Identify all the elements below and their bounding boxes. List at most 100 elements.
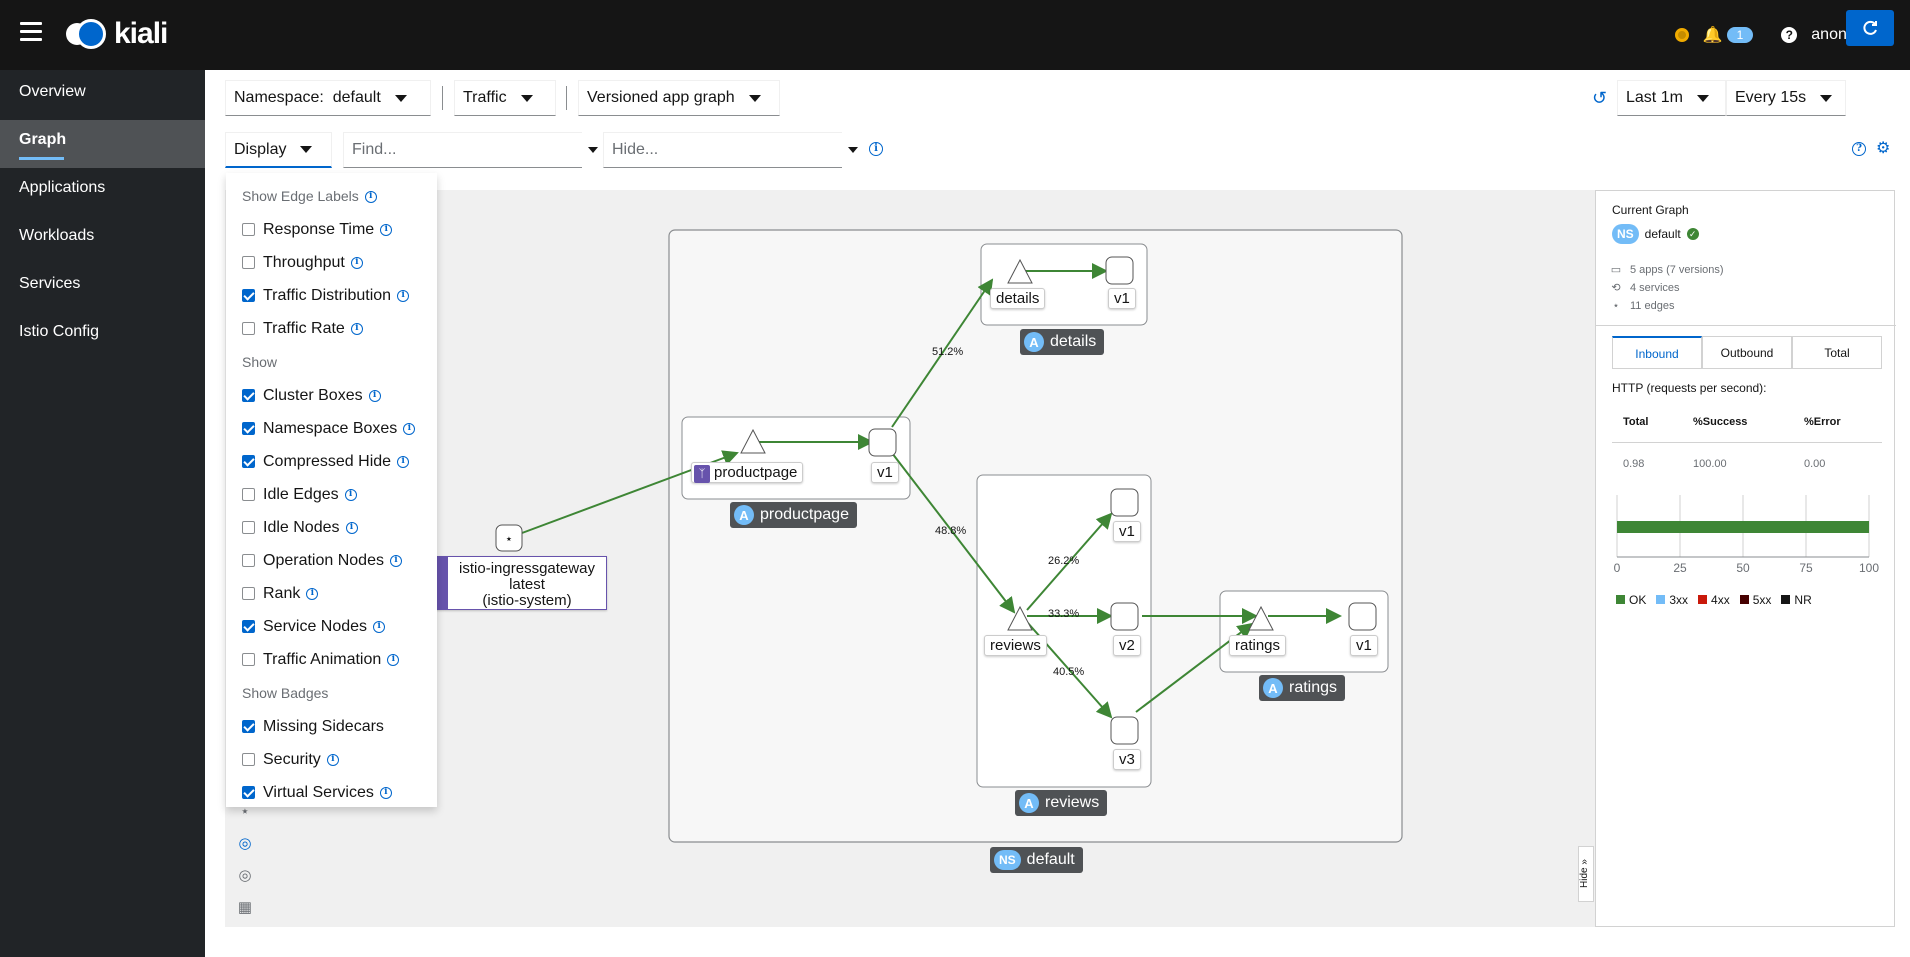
tab-outbound[interactable]: Outbound bbox=[1702, 336, 1792, 368]
namespace-select[interactable]: Namespace: default bbox=[225, 80, 431, 116]
info-icon[interactable]: i bbox=[326, 753, 339, 766]
hamburger-menu-icon[interactable] bbox=[20, 22, 42, 42]
info-icon[interactable]: i bbox=[869, 142, 883, 156]
info-icon[interactable]: i bbox=[373, 620, 386, 633]
sidebar-item-workloads[interactable]: Workloads bbox=[0, 216, 205, 264]
help-icon[interactable]: ? bbox=[1852, 142, 1866, 156]
istio-status-icon[interactable] bbox=[1674, 28, 1689, 42]
checkbox[interactable] bbox=[242, 389, 255, 402]
checkbox[interactable] bbox=[242, 587, 255, 600]
checkbox[interactable] bbox=[242, 720, 255, 733]
info-icon[interactable]: i bbox=[350, 322, 363, 335]
tab-total[interactable]: Total bbox=[1792, 336, 1882, 368]
info-icon[interactable]: i bbox=[344, 488, 357, 501]
layout-icon[interactable]: ⋆ bbox=[240, 803, 250, 820]
legend-map-icon[interactable]: ▦ bbox=[237, 899, 253, 916]
info-icon[interactable]: i bbox=[306, 587, 319, 600]
layout-alt-icon[interactable]: ◎ bbox=[238, 867, 252, 884]
option-missing-sidecars[interactable]: Missing Sidecars bbox=[242, 710, 437, 743]
checkbox[interactable] bbox=[242, 620, 255, 633]
traffic-select[interactable]: Traffic bbox=[454, 80, 556, 116]
checkbox[interactable] bbox=[242, 322, 255, 335]
checkbox[interactable] bbox=[242, 653, 255, 666]
edge-productpage-details[interactable] bbox=[891, 278, 994, 428]
reviews-v2-node[interactable] bbox=[1110, 602, 1139, 631]
ingress-gateway-node[interactable] bbox=[495, 524, 523, 552]
history-icon[interactable]: ↺ bbox=[1592, 88, 1608, 108]
find-input[interactable]: Find... bbox=[343, 132, 583, 168]
sidebar-item-graph[interactable]: Graph bbox=[0, 120, 205, 168]
bell-icon[interactable]: 🔔 bbox=[1702, 27, 1723, 44]
info-icon[interactable]: i bbox=[397, 455, 410, 468]
info-icon[interactable]: i bbox=[389, 554, 402, 567]
kiali-logo[interactable]: kiali bbox=[66, 17, 168, 51]
sidebar-item-services[interactable]: Services bbox=[0, 264, 205, 312]
ok-bar[interactable] bbox=[1617, 521, 1869, 533]
productpage-service-node[interactable] bbox=[740, 428, 766, 454]
sidebar-item-applications[interactable]: Applications bbox=[0, 168, 205, 216]
info-icon[interactable]: i bbox=[368, 389, 381, 402]
checkbox[interactable] bbox=[242, 521, 255, 534]
hide-dropdown-button[interactable] bbox=[842, 132, 864, 168]
checkbox[interactable] bbox=[242, 223, 255, 236]
checkbox[interactable] bbox=[242, 422, 255, 435]
reviews-v1-node[interactable] bbox=[1110, 488, 1139, 517]
ratings-service-node[interactable] bbox=[1248, 605, 1274, 631]
reviews-v3-node[interactable] bbox=[1110, 716, 1139, 745]
reviews-service-node[interactable] bbox=[1007, 605, 1033, 631]
refresh-button[interactable] bbox=[1846, 10, 1894, 46]
hide-input[interactable]: Hide... bbox=[603, 132, 846, 168]
info-icon[interactable]: i bbox=[380, 223, 393, 236]
checkbox[interactable] bbox=[242, 554, 255, 567]
hide-panel-tab[interactable]: Hide » bbox=[1578, 846, 1594, 902]
checkbox[interactable] bbox=[242, 488, 255, 501]
info-icon[interactable]: i bbox=[345, 521, 358, 534]
summary-namespace-name[interactable]: default bbox=[1644, 227, 1681, 241]
checkbox[interactable] bbox=[242, 289, 255, 302]
graph-type-select[interactable]: Versioned app graph bbox=[578, 80, 780, 116]
productpage-v1-node[interactable] bbox=[868, 428, 897, 457]
display-select[interactable]: Display bbox=[225, 132, 332, 168]
refresh-interval-select[interactable]: Every 15s bbox=[1726, 80, 1846, 116]
ratings-v1-node[interactable] bbox=[1348, 602, 1377, 631]
edge-productpage-reviews[interactable] bbox=[891, 452, 1016, 614]
tab-inbound[interactable]: Inbound bbox=[1612, 336, 1702, 368]
notification-count-badge[interactable]: 1 bbox=[1726, 27, 1754, 43]
details-service-node[interactable] bbox=[1007, 258, 1033, 284]
checkbox[interactable] bbox=[242, 786, 255, 799]
sidebar-item-istio-config[interactable]: Istio Config bbox=[0, 312, 205, 360]
checkbox[interactable] bbox=[242, 753, 255, 766]
details-v1-node[interactable] bbox=[1105, 256, 1134, 285]
layout-default-icon[interactable]: ◎ bbox=[238, 835, 252, 852]
duration-select[interactable]: Last 1m bbox=[1617, 80, 1726, 116]
sidebar-item-overview[interactable]: Overview bbox=[0, 72, 205, 120]
checkbox[interactable] bbox=[242, 455, 255, 468]
info-icon[interactable]: i bbox=[379, 786, 392, 799]
find-dropdown-button[interactable] bbox=[582, 132, 604, 168]
help-icon[interactable]: ? bbox=[1781, 27, 1798, 43]
info-icon[interactable]: i bbox=[350, 256, 363, 269]
edge-reviews-v1[interactable] bbox=[1026, 512, 1113, 611]
graph-tour-icon[interactable]: ⚙ bbox=[1876, 140, 1891, 157]
info-icon[interactable]: i bbox=[387, 653, 400, 666]
